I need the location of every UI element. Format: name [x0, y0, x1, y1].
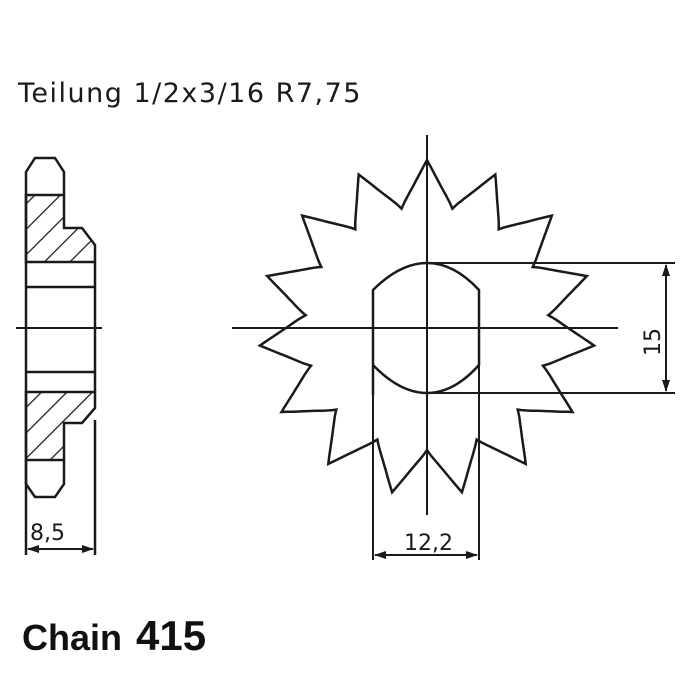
drawing-title: Teilung 1/2x3/16 R7,75 — [18, 78, 362, 109]
bore-width-dimension: 12,2 — [404, 531, 453, 556]
chain-label: Chain 415 — [22, 612, 206, 660]
front-view — [232, 135, 675, 560]
side-view — [16, 156, 102, 555]
chain-size: 415 — [136, 612, 207, 659]
bore-height-dimension: 15 — [641, 328, 666, 356]
chain-word: Chain — [22, 617, 123, 658]
side-width-dimension: 8,5 — [30, 521, 65, 546]
